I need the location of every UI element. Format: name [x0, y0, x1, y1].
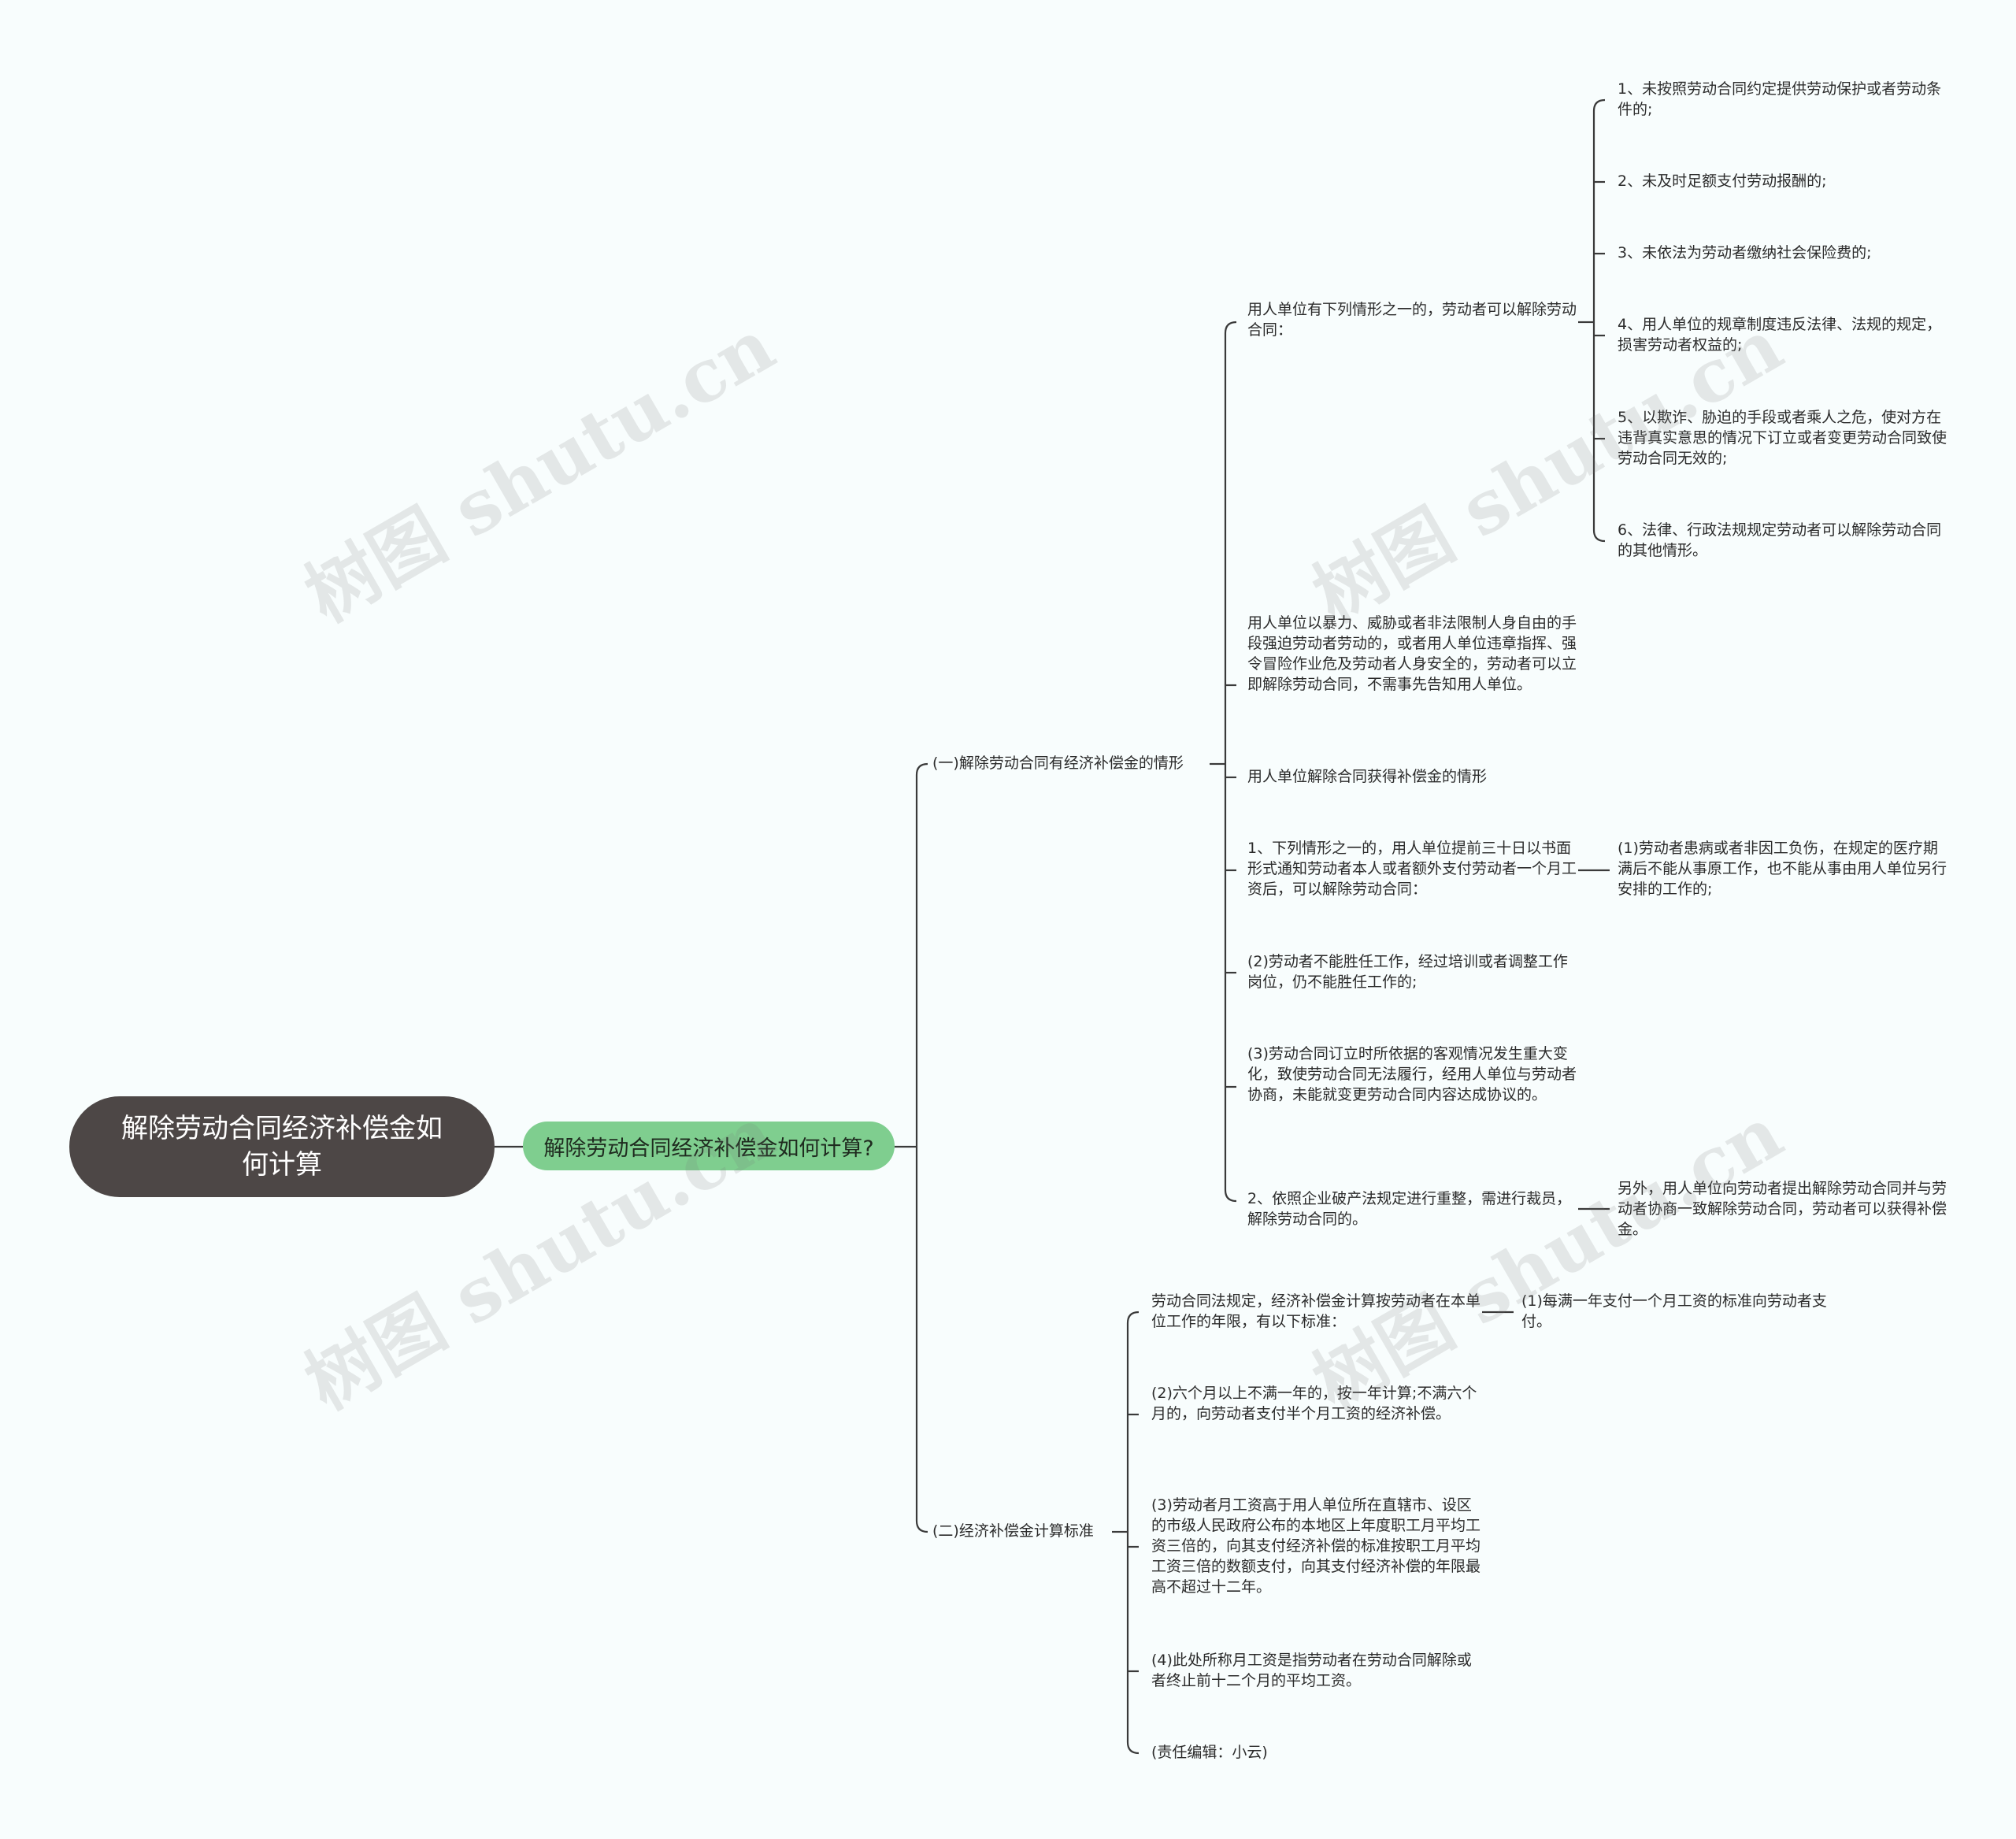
subtopic[interactable]: 解除劳动合同经济补偿金如何计算?	[523, 1122, 895, 1170]
node-editor[interactable]: (责任编辑：小云)	[1151, 1744, 1268, 1761]
subtopic-bracket-spine	[915, 762, 928, 1533]
branch-calculation-standard[interactable]: (二)经济补偿金计算标准	[932, 1522, 1094, 1540]
root-topic[interactable]: 解除劳动合同经济补偿金如何计算	[69, 1096, 495, 1197]
branch1-bracket-spine	[1224, 321, 1237, 1203]
node-employer-terminate-compensation[interactable]: 用人单位解除合同获得补偿金的情形	[1247, 768, 1488, 785]
node-incompetent[interactable]: (2)劳动者不能胜任工作，经过培训或者调整工作岗位，仍不能胜任工作的;	[1247, 953, 1568, 991]
node-situation-4[interactable]: 4、用人单位的规章制度违反法律、法规的规定，损害劳动者权益的;	[1618, 316, 1942, 354]
node-monthly-wage-definition[interactable]: (4)此处所称月工资是指劳动者在劳动合同解除或者终止前十二个月的平均工资。	[1151, 1652, 1472, 1689]
node-high-salary-cap[interactable]: (3)劳动者月工资高于用人单位所在直辖市、设区的市级人民政府公布的本地区上年度职…	[1151, 1496, 1481, 1596]
branch-compensation-situations[interactable]: (一)解除劳动合同有经济补偿金的情形	[932, 755, 1184, 772]
node-six-months[interactable]: (2)六个月以上不满一年的，按一年计算;不满六个月的，向劳动者支付半个月工资的经…	[1151, 1385, 1477, 1422]
node-mutual-agreement[interactable]: 另外，用人单位向劳动者提出解除劳动合同并与劳动者协商一致解除劳动合同，劳动者可以…	[1618, 1180, 1947, 1238]
node-objective-change[interactable]: (3)劳动合同订立时所依据的客观情况发生重大变化，致使劳动合同无法履行，经用人单…	[1247, 1045, 1577, 1103]
node-violence-threat[interactable]: 用人单位以暴力、威胁或者非法限制人身自由的手段强迫劳动者劳动的，或者用人单位违章…	[1247, 614, 1577, 693]
node-situation-1[interactable]: 1、未按照劳动合同约定提供劳动保护或者劳动条件的;	[1618, 80, 1942, 118]
node-per-year-standard[interactable]: (1)每满一年支付一个月工资的标准向劳动者支付。	[1521, 1292, 1827, 1330]
node-situation-2[interactable]: 2、未及时足额支付劳动报酬的;	[1618, 172, 1827, 190]
node-situation-6[interactable]: 6、法律、行政法规规定劳动者可以解除劳动合同的其他情形。	[1618, 521, 1942, 559]
node-situation-3[interactable]: 3、未依法为劳动者缴纳社会保险费的;	[1618, 244, 1872, 261]
node-bankruptcy-reorganization[interactable]: 2、依照企业破产法规定进行重整，需进行裁员，解除劳动合同的。	[1247, 1190, 1572, 1228]
node-law-standard[interactable]: 劳动合同法规定，经济补偿金计算按劳动者在本单位工作的年限，有以下标准：	[1151, 1292, 1481, 1330]
node-employee-may-terminate[interactable]: 用人单位有下列情形之一的，劳动者可以解除劳动合同：	[1247, 301, 1577, 339]
branch2-bracket-spine	[1126, 1311, 1140, 1755]
node-illness-injury[interactable]: (1)劳动者患病或者非因工负伤，在规定的医疗期满后不能从事原工作，也不能从事由用…	[1618, 840, 1947, 898]
node-thirty-days-notice[interactable]: 1、下列情形之一的，用人单位提前三十日以书面形式通知劳动者本人或者额外支付劳动者…	[1247, 840, 1577, 898]
node-situation-5[interactable]: 5、以欺诈、胁迫的手段或者乘人之危，使对方在违背真实意思的情况下订立或者变更劳动…	[1618, 409, 1947, 467]
situations-bracket-spine	[1592, 98, 1606, 543]
